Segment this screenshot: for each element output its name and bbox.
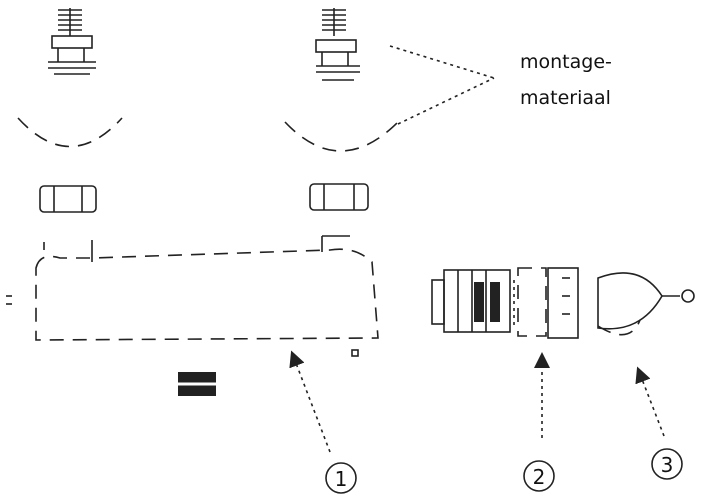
arrow-to-housing xyxy=(289,350,331,453)
arrow-to-cap xyxy=(635,366,665,437)
nut-left xyxy=(39,185,97,213)
callout-3: 3 xyxy=(651,448,683,480)
svg-text:2: 2 xyxy=(533,465,546,489)
mounting-screw-left xyxy=(48,8,96,75)
callout-2: 2 xyxy=(523,460,555,492)
svg-text:1: 1 xyxy=(335,467,348,491)
connector-block xyxy=(178,372,216,396)
bracket-arc-left xyxy=(17,117,123,148)
callout-1: 1 xyxy=(325,462,357,494)
cable-gland-cap xyxy=(597,272,695,336)
svg-text:3: 3 xyxy=(661,453,674,477)
bracket-arc-right xyxy=(284,121,399,152)
montage-materiaal-label-line2: materiaal xyxy=(520,87,611,109)
nut-right xyxy=(309,183,369,211)
main-housing xyxy=(6,235,379,357)
plug-assembly xyxy=(431,267,579,339)
mounting-screw-right xyxy=(315,8,360,81)
leader-line-upper xyxy=(389,45,495,79)
montage-materiaal-label-line1: montage- xyxy=(520,51,612,73)
leader-line-lower xyxy=(397,77,495,125)
